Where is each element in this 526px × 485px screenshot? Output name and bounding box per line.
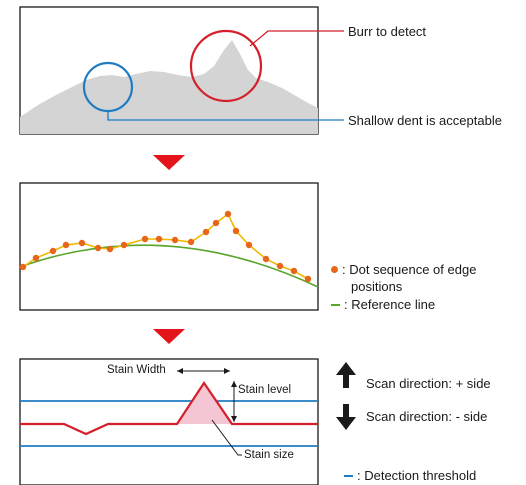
stain-size-label: Stain size [244,449,294,461]
stain-level-arrowhead-top [231,381,237,387]
edge-dot [171,236,179,244]
stain-size-leader [211,419,242,456]
legend-threshold: : Detection threshold [344,468,476,483]
edge-dot [62,241,70,249]
down-arrow-1 [153,155,185,170]
legend-dots-text: : Dot sequence of edge [342,262,477,277]
edge-dots [19,210,312,283]
scan-plus-label: Scan direction: + side [366,376,491,391]
stain-level-arrowhead-bottom [231,416,237,422]
edge-dot [245,241,253,249]
legend-dots: : Dot sequence of edge [331,262,476,277]
burr-label: Burr to detect [348,24,427,39]
scan-up-arrow [336,362,356,388]
scan-down-arrow [336,404,356,430]
edge-dot [202,228,210,236]
edge-dot [187,238,195,246]
reference-legend-icon [331,303,340,306]
burr-circle [189,29,263,103]
down-arrow-2 [153,329,185,344]
edge-dot [141,235,149,243]
edge-dot [19,263,27,271]
stain-width-arrowhead-left [177,368,183,374]
burr-leader-line [249,30,344,47]
stain-width-arrowhead-right [224,368,230,374]
legend-reference-text: : Reference line [344,297,436,312]
edge-dot [106,245,114,253]
dent-label: Shallow dent is acceptable [348,113,502,128]
reference-line [19,244,319,288]
edge-dot [290,267,298,275]
panel-3-frame [19,358,319,485]
panel-2 [19,182,319,311]
stain-width-label: Stain Width [107,364,166,376]
mountain-profile [20,40,318,134]
scan-minus-label: Scan direction: - side [366,409,488,424]
legend-dots-cont: positions [351,279,403,294]
edge-dot [49,247,57,255]
edge-dot [224,210,232,218]
edge-dot [232,227,240,235]
legend-threshold-text: : Detection threshold [357,468,477,483]
stain-area [177,383,232,424]
legend-reference: : Reference line [331,297,435,312]
threshold-legend-icon [344,474,353,477]
edge-dot [94,244,102,252]
edge-dot [276,262,284,270]
dent-leader-line [107,111,344,121]
edge-dot [304,275,312,283]
panel-3 [19,358,319,485]
edge-dot [262,255,270,263]
edge-dot [155,235,163,243]
edge-dot [120,241,128,249]
edge-dot [212,219,220,227]
scan-profile [20,381,318,436]
panel-1 [19,6,344,135]
edge-dot [78,239,86,247]
dot-legend-icon [331,266,338,274]
stain-level-label: Stain level [238,384,292,396]
edge-dot [32,254,40,262]
